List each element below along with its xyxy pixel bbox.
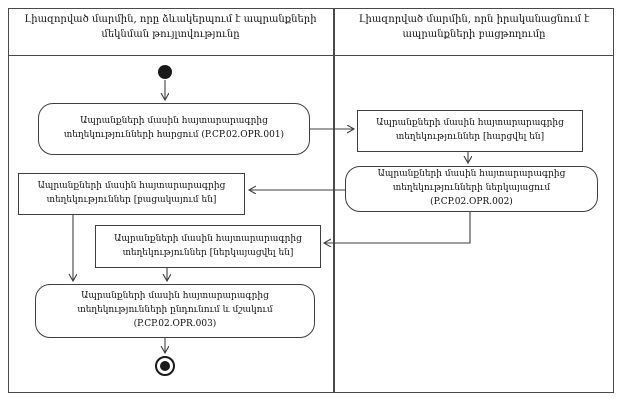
object-node-info-queried: Ապրանքների մասին հայտարարագրից տեղեկությ… xyxy=(357,110,583,152)
header-underline xyxy=(8,55,614,56)
lane-header-right: Լիազորված մարմին, որն իրականացնում է ապր… xyxy=(358,14,590,40)
lane-header-left: Լիազորված մարմին, որը ձևակերպում է ապրան… xyxy=(24,14,317,40)
activity-final-node xyxy=(155,356,175,376)
initial-node xyxy=(158,65,172,79)
action-node-submit-declaration-info: Ապրանքների մասին հայտարարագրից տեղեկությ… xyxy=(345,166,598,212)
activity-final-node-core xyxy=(160,361,170,371)
action-node-query-declaration-info: Ապրանքների մասին հայտարարագրից տեղեկությ… xyxy=(38,103,310,155)
action-node-receive-process-info: Ապրանքների մասին հայտարարագրից տեղեկությ… xyxy=(35,284,315,338)
object-node-info-missing: Ապրանքների մասին հայտարարագրից տեղեկությ… xyxy=(18,173,245,215)
object-node-info-submitted: Ապրանքների մասին հայտարարագրից տեղեկությ… xyxy=(95,225,321,268)
swimlane-divider xyxy=(333,8,335,393)
